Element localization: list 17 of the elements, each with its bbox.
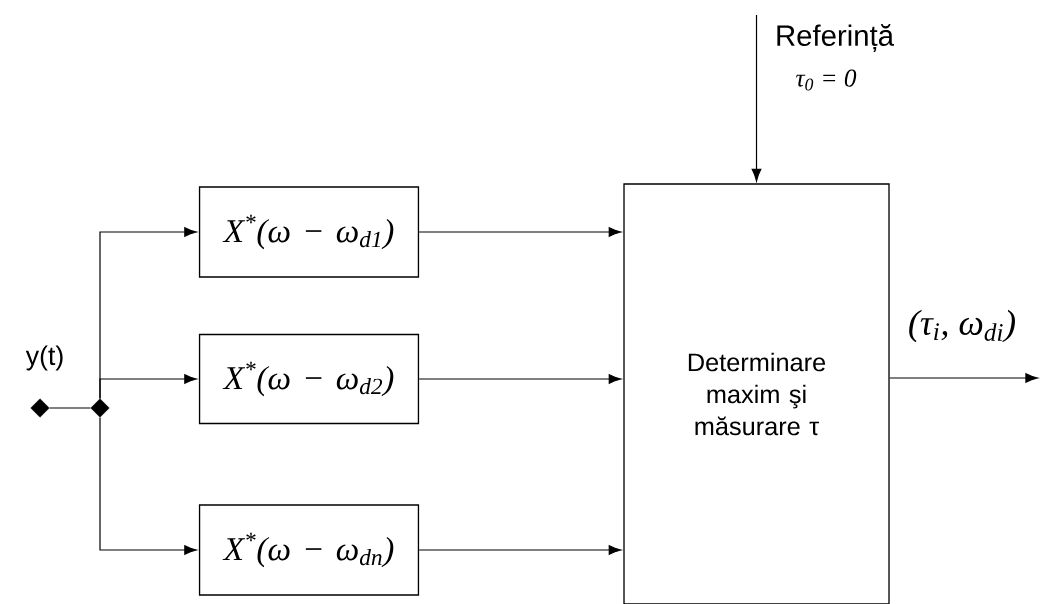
arrow (418, 545, 622, 555)
filter-box: X$^{*}$(ω − ω$_{d2}$) (198, 333, 420, 425)
process-box: Determinare maxim şi măsurare τ (623, 183, 890, 604)
arrow (889, 373, 1039, 383)
arrow (418, 374, 622, 384)
arrow (751, 14, 762, 182)
arrow (418, 227, 622, 237)
junction-diamond (30, 398, 50, 418)
formula-label: τ$_{0}$ = 0 (796, 69, 857, 91)
filter-box: X$^{*}$(ω − ω$_{d1}$) (198, 186, 420, 278)
arrow (99, 374, 197, 399)
arrow (99, 417, 197, 555)
edge-label: Referință (777, 24, 894, 52)
edge-label: (τ$_{i}$, ω$_{di}$) (909, 309, 1015, 343)
input-label: y(t) (25, 345, 63, 371)
filter-box: X$^{*}$(ω − ω$_{dn}$) (198, 504, 420, 596)
junction-diamond (90, 398, 110, 418)
